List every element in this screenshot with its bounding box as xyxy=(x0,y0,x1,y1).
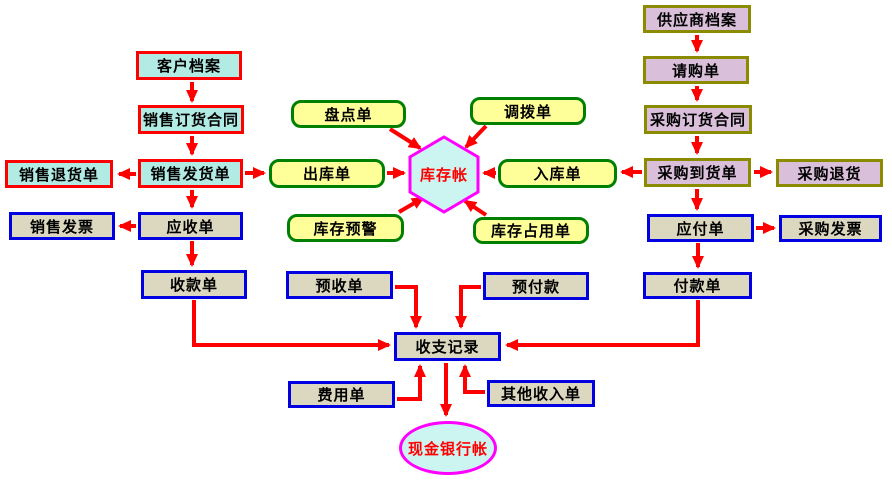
node-sales-order-contract: 销售订货合同 xyxy=(138,105,244,134)
node-advance-payment: 预付款 xyxy=(483,272,589,300)
node-supplier-archive: 供应商档案 xyxy=(643,5,751,33)
arrow-transfer-to-inventory xyxy=(464,124,488,149)
arrow-expense-to-incomeexpense xyxy=(397,364,426,401)
arrow-advpayment-to-incomeexpense xyxy=(455,285,481,329)
node-advance-receipt: 预收单 xyxy=(286,271,393,299)
node-inventory-account-label: 库存帐 xyxy=(419,166,468,184)
node-sales-return: 销售退货单 xyxy=(5,160,113,188)
node-expense: 费用单 xyxy=(288,381,395,408)
node-purchase-order-contract: 采购订货合同 xyxy=(644,105,752,134)
node-receipt: 收款单 xyxy=(141,270,247,299)
node-transfer: 调拨单 xyxy=(470,97,586,125)
arrow-occupy-to-inventory xyxy=(463,199,488,217)
node-sales-invoice: 销售发票 xyxy=(9,212,115,240)
node-purchase-invoice: 采购发票 xyxy=(779,215,882,242)
node-stocktaking: 盘点单 xyxy=(291,100,406,128)
node-purchase-arrival: 采购到货单 xyxy=(644,158,751,187)
node-payable: 应付单 xyxy=(647,214,754,242)
arrow-stocktaking-to-inventory xyxy=(388,127,422,150)
node-other-income: 其他收入单 xyxy=(487,380,595,407)
arrow-receipt-to-incomeexpense xyxy=(192,300,391,351)
node-purchase-return: 采购退货 xyxy=(776,159,883,187)
inventory-account-hexagon xyxy=(408,135,480,214)
node-purchase-requisition: 请购单 xyxy=(643,56,749,84)
node-customer-archive: 客户档案 xyxy=(136,51,242,80)
node-sales-delivery: 销售发货单 xyxy=(138,159,243,188)
arrow-payment-to-incomeexpense xyxy=(505,300,700,351)
arrow-otherincome-to-incomeexpense xyxy=(459,364,485,394)
node-inventory-alert: 库存预警 xyxy=(287,214,404,242)
node-inventory-occupy: 库存占用单 xyxy=(473,217,589,244)
arrow-alert-to-inventory xyxy=(397,196,425,214)
node-receivable: 应收单 xyxy=(138,212,243,240)
node-cash-bank: 现金银行帐 xyxy=(399,421,497,475)
node-payment: 付款单 xyxy=(643,272,752,299)
arrow-advreceipt-to-incomeexpense xyxy=(395,285,422,329)
node-income-expense: 收支记录 xyxy=(394,332,501,361)
node-inbound: 入库单 xyxy=(498,159,617,188)
node-outbound: 出库单 xyxy=(269,159,385,188)
